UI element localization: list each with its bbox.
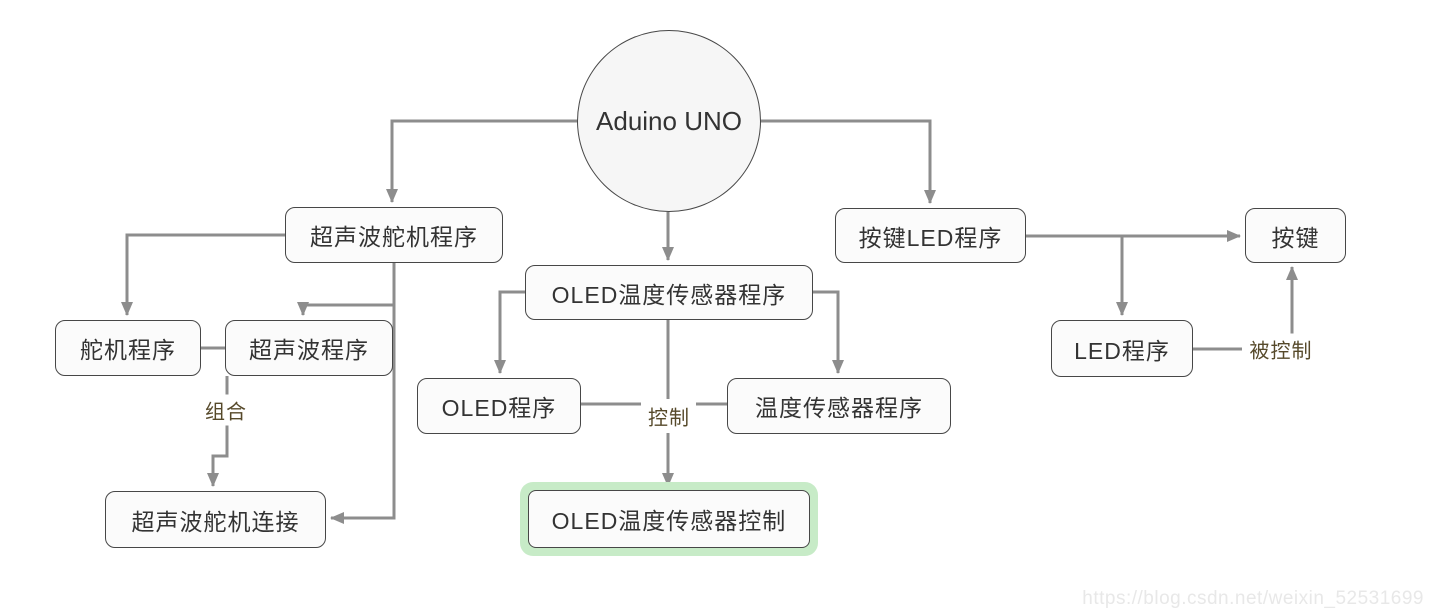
node-servo-program[interactable]: 舵机程序 [55,320,201,376]
node-oled-temp-sensor-program[interactable]: OLED温度传感器程序 [525,265,813,320]
node-ultrasonic-servo-program-label: 超声波舵机程序 [310,224,478,250]
node-ultrasonic-servo-connection[interactable]: 超声波舵机连接 [105,491,326,548]
node-temp-sensor-program[interactable]: 温度传感器程序 [727,378,951,434]
node-led-program-label: LED程序 [1074,337,1170,364]
node-temp-sensor-program-label: 温度传感器程序 [755,395,923,421]
edge-ultrasonic-servo-program-to-ultrasonic-program [297,263,396,316]
node-oled-temp-sensor-program-label: OLED温度传感器程序 [551,281,787,308]
node-button[interactable]: 按键 [1245,208,1346,263]
edge-root-to-ultrasonic-servo-program [386,119,577,203]
node-button-led-program-label: 按键LED程序 [858,224,1003,251]
node-ultrasonic-program[interactable]: 超声波程序 [225,320,393,376]
csdn-watermark: https://blog.csdn.net/weixin_52531699 [1082,588,1424,609]
edge-combine-to-ultrasonic-servo-connection [207,424,229,487]
edge-oled-temp-sensor-program-to-temp-sensor-program [813,290,844,374]
node-ultrasonic-program-label: 超声波程序 [249,337,369,363]
node-ultrasonic-servo-connection-label: 超声波舵机连接 [131,508,300,535]
edge-label-controlled[interactable]: 被控制 [1245,333,1317,365]
node-servo-program-label: 舵机程序 [80,337,176,363]
selected-node-highlight: OLED温度传感器控制 [520,482,818,556]
node-ultrasonic-servo-program[interactable]: 超声波舵机程序 [285,207,503,263]
edge-ultrasonic-servo-program-to-servo-program [121,233,285,316]
node-oled-program[interactable]: OLED程序 [417,378,581,434]
edge-root-to-button-led-program [761,119,936,204]
edge-label-combine[interactable]: 组合 [201,394,251,426]
node-oled-temp-sensor-control-label: OLED温度传感器控制 [551,508,787,534]
node-arduino-uno[interactable]: Aduino UNO [577,30,761,212]
edge-label-control[interactable]: 控制 [644,400,694,432]
node-button-label: 按键 [1271,224,1320,251]
node-oled-program-label: OLED程序 [441,395,557,421]
node-arduino-uno-label: Aduino UNO [596,105,742,136]
edge-oled-temp-sensor-program-to-oled-program [494,290,525,374]
node-oled-temp-sensor-control[interactable]: OLED温度传感器控制 [528,490,810,548]
node-led-program[interactable]: LED程序 [1051,320,1193,377]
node-button-led-program[interactable]: 按键LED程序 [835,208,1026,263]
